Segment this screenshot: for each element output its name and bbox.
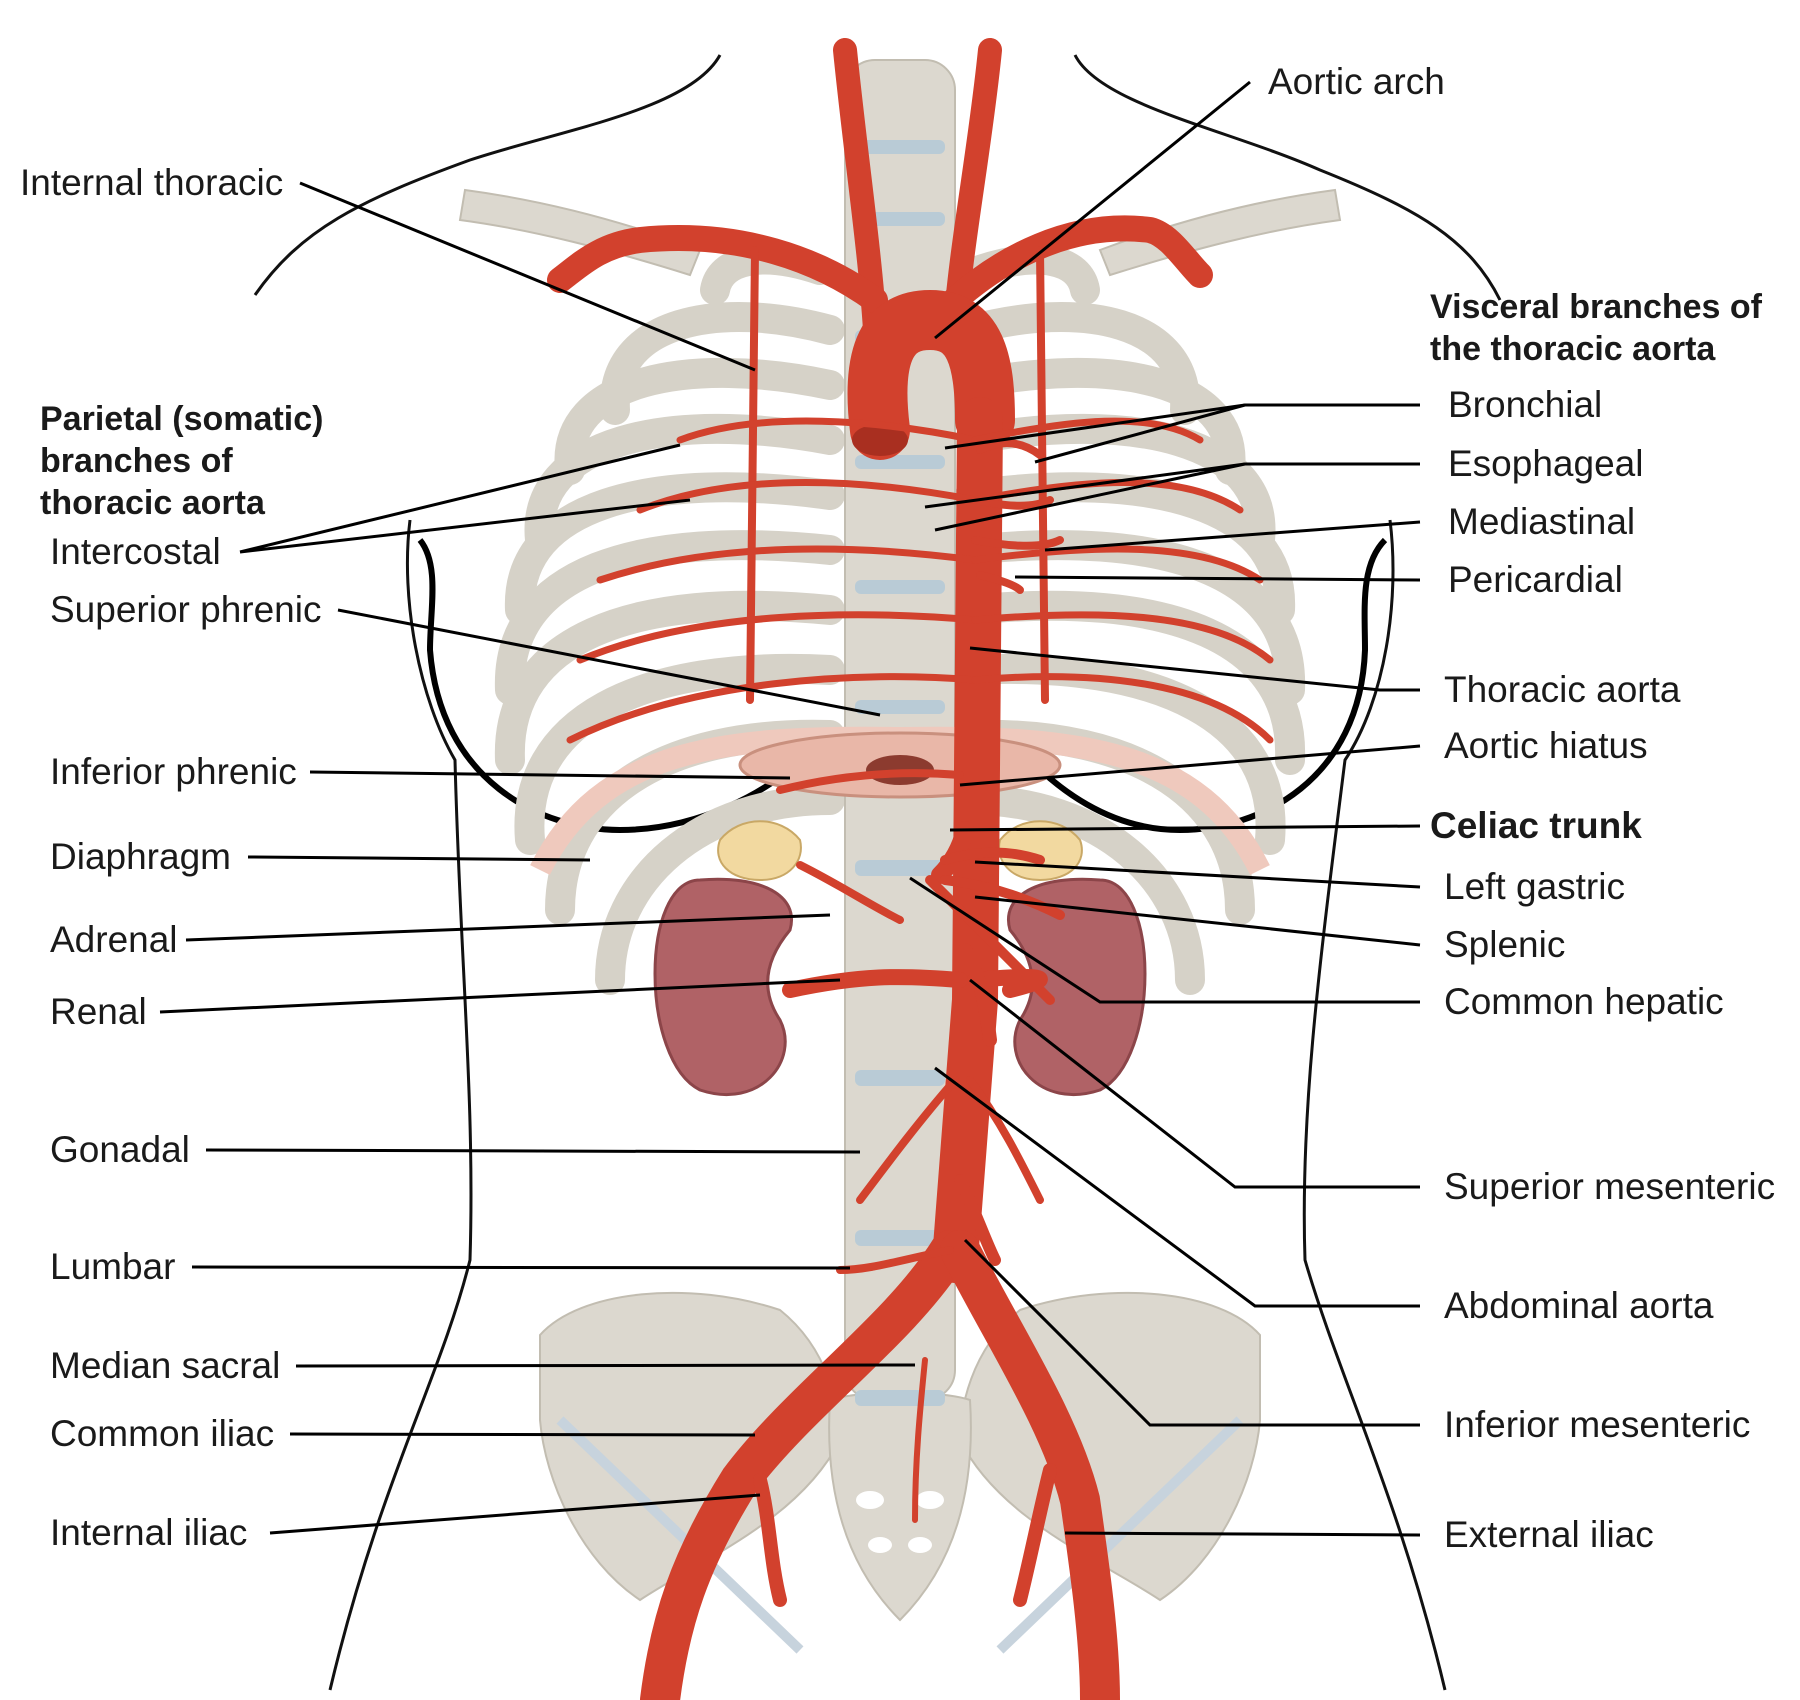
leader-pericardial (1014, 575, 1421, 582)
visceral-heading-line-1: Visceral branches of (1430, 288, 1763, 326)
label-common-iliac: Common iliac (50, 1413, 274, 1454)
leader-mediastinal (1044, 520, 1421, 552)
label-common-hepatic: Common hepatic (1444, 981, 1724, 1022)
label-celiac-trunk: Celiac trunk (1430, 805, 1642, 846)
leader-internal-iliac (269, 1493, 761, 1535)
label-superior-mesenteric: Superior mesenteric (1444, 1166, 1775, 1207)
label-bronchial: Bronchial (1448, 384, 1602, 425)
leader-aortic-arch (934, 80, 1251, 340)
label-thoracic-aorta: Thoracic aorta (1444, 669, 1681, 710)
visceral-heading-line-2: the thoracic aorta (1430, 330, 1716, 368)
label-intercostal: Intercostal (50, 531, 221, 572)
leader-superior-phrenic (337, 608, 881, 717)
label-inferior-phrenic: Inferior phrenic (50, 751, 297, 792)
leader-external-iliac (1064, 1531, 1421, 1537)
leader-median-sacral (295, 1363, 916, 1368)
label-gonadal: Gonadal (50, 1129, 190, 1170)
leader-superior-mesenteric (969, 978, 1420, 1189)
parietal-branches-heading: Parietal (somatic) branches of thoracic … (40, 400, 333, 522)
label-splenic: Splenic (1444, 924, 1565, 965)
parietal-heading-line-1: Parietal (somatic) (40, 400, 323, 438)
leader-common-hepatic (909, 876, 1420, 1004)
label-esophageal: Esophageal (1448, 443, 1643, 484)
label-renal: Renal (50, 991, 147, 1032)
label-internal-iliac: Internal iliac (50, 1512, 247, 1553)
leader-common-iliac (289, 1432, 756, 1437)
leader-intercostal (239, 443, 691, 554)
leader-adrenal (185, 913, 831, 942)
label-median-sacral: Median sacral (50, 1345, 280, 1386)
label-mediastinal: Mediastinal (1448, 501, 1635, 542)
leader-aortic-hiatus (959, 744, 1421, 787)
leader-thoracic-aorta (969, 646, 1420, 692)
label-diaphragm: Diaphragm (50, 836, 231, 877)
leader-diaphragm (247, 855, 591, 862)
label-aortic-arch: Aortic arch (1268, 61, 1445, 102)
leader-inferior-phrenic (309, 770, 791, 780)
arterial-tree (547, 38, 1274, 1700)
label-inferior-mesenteric: Inferior mesenteric (1444, 1404, 1750, 1445)
label-aortic-hiatus: Aortic hiatus (1444, 725, 1648, 766)
parietal-heading-line-2: branches of (40, 442, 233, 480)
leader-internal-thoracic (299, 181, 756, 372)
leader-lumbar (191, 1265, 851, 1270)
leader-left-gastric (974, 860, 1421, 889)
leader-abdominal-aorta (934, 1066, 1420, 1308)
label-internal-thoracic: Internal thoracic (20, 162, 283, 203)
leader-bronchial (944, 403, 1420, 464)
leader-celiac-trunk (949, 824, 1421, 832)
leader-renal (159, 978, 841, 1014)
parietal-heading-line-3: thoracic aorta (40, 484, 266, 522)
leader-splenic (974, 895, 1421, 947)
leader-esophageal (924, 462, 1420, 532)
label-superior-phrenic: Superior phrenic (50, 589, 321, 630)
label-adrenal: Adrenal (50, 919, 178, 960)
label-abdominal-aorta: Abdominal aorta (1444, 1285, 1714, 1326)
leader-inferior-mesenteric (963, 1238, 1420, 1427)
leader-lines (159, 80, 1421, 1537)
label-pericardial: Pericardial (1448, 559, 1623, 600)
label-external-iliac: External iliac (1444, 1514, 1654, 1555)
label-left-gastric: Left gastric (1444, 866, 1625, 907)
visceral-branches-heading: Visceral branches of the thoracic aorta (1430, 288, 1771, 368)
label-lumbar: Lumbar (50, 1246, 175, 1287)
leader-gonadal (205, 1148, 861, 1154)
